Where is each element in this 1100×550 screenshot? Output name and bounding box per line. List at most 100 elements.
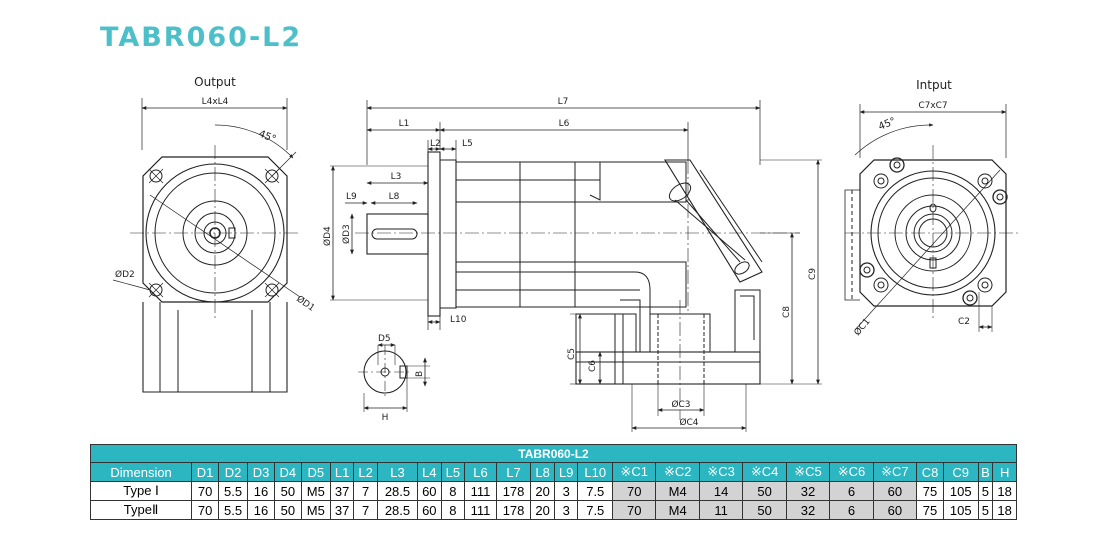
- table-cell: 5: [977, 481, 994, 501]
- table-cell-shaded: 32: [785, 481, 831, 501]
- spec-header-cell: Dimension: [89, 462, 193, 482]
- dim-c5: C5: [567, 348, 577, 360]
- dim-od3: ØD3: [341, 224, 352, 244]
- output-view: Output L4xL4: [112, 75, 317, 393]
- table-cell: 37: [329, 500, 355, 520]
- table-cell: 50: [273, 481, 302, 501]
- table-cell: 28.5: [376, 500, 419, 520]
- dim-c2: C2: [958, 317, 970, 327]
- table-cell-shaded: 50: [742, 500, 787, 520]
- table-row: TypeⅡ 70 5.5 16 50 M5 37 7 28.5 60 8 111…: [89, 500, 1017, 520]
- table-cell-shaded: 70: [612, 481, 657, 501]
- input-view: Intput C7xC7: [844, 78, 1020, 338]
- table-cell: 7.5: [577, 500, 614, 520]
- dim-l3: L3: [391, 172, 402, 182]
- table-cell: 3: [553, 481, 579, 501]
- spec-table: TABR060-L2 Dimension D1 D2 D3 D4 D5 L1 L…: [89, 444, 1017, 520]
- dim-angle-input: 45°: [877, 116, 898, 133]
- table-cell: 5: [977, 500, 994, 520]
- dim-c9: C9: [808, 268, 818, 280]
- table-cell: 16: [247, 500, 275, 520]
- spec-header-cell: ※C2: [655, 462, 700, 482]
- table-cell-shaded: 60: [872, 481, 918, 501]
- table-cell: 60: [417, 481, 442, 501]
- spec-header-cell: L1: [329, 462, 355, 482]
- table-cell-shaded: 11: [698, 500, 744, 520]
- dim-h: H: [382, 413, 389, 423]
- dim-l4xl4: L4xL4: [202, 97, 229, 107]
- spec-header-cell: D2: [218, 462, 249, 482]
- dim-l10: L10: [450, 315, 467, 325]
- row-label: Type Ⅰ: [89, 481, 193, 501]
- spec-header-cell: ※C5: [785, 462, 831, 482]
- table-cell-shaded: 32: [785, 500, 831, 520]
- table-cell: 18: [992, 481, 1017, 501]
- table-cell: 111: [464, 481, 497, 501]
- spec-header-cell: L10: [577, 462, 614, 482]
- table-cell-shaded: 6: [829, 500, 874, 520]
- table-cell-shaded: M4: [655, 481, 700, 501]
- spec-header-cell: H: [992, 462, 1017, 482]
- spec-header-cell: L6: [464, 462, 497, 482]
- table-cell: 7: [353, 500, 378, 520]
- table-cell: 8: [440, 481, 466, 501]
- dim-b: B: [415, 371, 425, 377]
- dim-oc3: ØC3: [671, 399, 690, 410]
- table-cell: 20: [530, 500, 555, 520]
- table-cell: 178: [495, 500, 532, 520]
- dim-od4: ØD4: [322, 226, 333, 246]
- shaft-section: D5 B H: [358, 334, 430, 423]
- table-cell-shaded: 70: [612, 500, 657, 520]
- spec-header-cell: C9: [942, 462, 979, 482]
- spec-header-cell: ※C1: [612, 462, 657, 482]
- output-view-label: Output: [194, 75, 236, 89]
- table-cell-shaded: 14: [698, 481, 744, 501]
- spec-header-cell: ※C3: [698, 462, 744, 482]
- dim-l5: L5: [462, 139, 473, 149]
- spec-header-cell: L4: [417, 462, 442, 482]
- spec-header-cell: L9: [553, 462, 579, 482]
- spec-header-cell: D5: [300, 462, 331, 482]
- spec-header-cell: L5: [440, 462, 466, 482]
- spec-header-cell: L2: [353, 462, 378, 482]
- spec-header-cell: ※C7: [872, 462, 918, 482]
- input-view-label: Intput: [916, 78, 952, 92]
- dim-l6: L6: [559, 119, 570, 129]
- spec-header-cell: D4: [273, 462, 302, 482]
- table-cell: 37: [329, 481, 355, 501]
- table-cell: 50: [273, 500, 302, 520]
- spec-header-cell: ※C4: [742, 462, 787, 482]
- spec-header-cell: L3: [376, 462, 419, 482]
- table-cell-shaded: M4: [655, 500, 700, 520]
- dim-oc1: ØC1: [852, 316, 873, 338]
- dim-oc4: ØC4: [679, 417, 698, 428]
- page-title: TABR060-L2: [100, 22, 303, 53]
- technical-drawing: Output L4xL4: [112, 75, 1020, 432]
- table-cell: 70: [191, 481, 220, 501]
- table-cell: 20: [530, 481, 555, 501]
- table-cell: 70: [191, 500, 220, 520]
- table-cell: 105: [942, 500, 979, 520]
- table-cell: 60: [417, 500, 442, 520]
- table-cell: 111: [464, 500, 497, 520]
- spec-table-title: TABR060-L2: [90, 444, 1017, 463]
- table-cell: 16: [247, 481, 275, 501]
- table-cell-shaded: 50: [742, 481, 787, 501]
- table-cell: 105: [942, 481, 979, 501]
- side-view: L7 L1 L6 L2 L5 L3 L9 L8 ØD: [322, 97, 822, 432]
- spec-table-header-row: Dimension D1 D2 D3 D4 D5 L1 L2 L3 L4 L5 …: [89, 462, 1017, 482]
- dim-l7: L7: [558, 97, 569, 107]
- table-cell: 3: [553, 500, 579, 520]
- table-cell: 5.5: [218, 500, 249, 520]
- table-cell-shaded: 6: [829, 481, 874, 501]
- table-cell: M5: [300, 500, 331, 520]
- table-row: Type Ⅰ 70 5.5 16 50 M5 37 7 28.5 60 8 11…: [89, 481, 1017, 501]
- dim-d5: D5: [378, 334, 391, 344]
- dim-l8: L8: [389, 192, 400, 202]
- table-cell: 75: [916, 481, 944, 501]
- table-cell: 7.5: [577, 481, 614, 501]
- spec-header-cell: C8: [916, 462, 944, 482]
- dim-c7xc7: C7xC7: [918, 101, 947, 111]
- spec-header-cell: ※C6: [829, 462, 874, 482]
- spec-header-cell: L8: [530, 462, 555, 482]
